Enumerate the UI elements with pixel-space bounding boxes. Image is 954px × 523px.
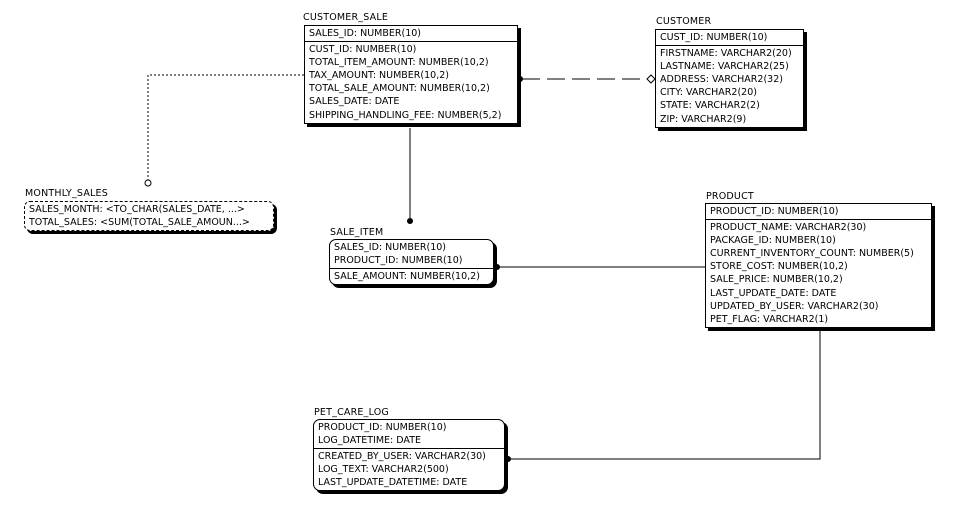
customer-sale-attribute: SALES_DATE: DATE	[309, 96, 400, 108]
customer-sale-attribute: CUST_ID: NUMBER(10)	[309, 44, 417, 56]
pet-care-log-pk-attribute: PRODUCT_ID: NUMBER(10)	[318, 422, 447, 433]
sale-item-primary-key: SALES_ID: NUMBER(10) PRODUCT_ID: NUMBER(1…	[330, 240, 493, 270]
customer-sale-entity[interactable]: SALES_ID: NUMBER(10) CUST_ID: NUMBER(10)…	[304, 25, 518, 124]
customer-title: CUSTOMER	[656, 16, 712, 27]
pet-care-log-primary-key: PRODUCT_ID: NUMBER(10) LOG_DATETIME: DATE	[314, 420, 504, 450]
product-attribute: STORE_COST: NUMBER(10,2)	[710, 261, 848, 273]
pet-care-log-entity[interactable]: PRODUCT_ID: NUMBER(10) LOG_DATETIME: DATE…	[313, 419, 505, 492]
sale-item-pk-attribute: SALES_ID: NUMBER(10)	[334, 242, 446, 253]
sale-item-attributes: SALE_AMOUNT: NUMBER(10,2)	[330, 269, 493, 284]
customer-pk-attribute: CUST_ID: NUMBER(10)	[660, 32, 768, 43]
customer-sale-attribute: TOTAL_SALE_AMOUNT: NUMBER(10,2)	[309, 83, 490, 95]
customer-sale-many-marker	[517, 76, 523, 82]
customer-sale-attribute: TOTAL_ITEM_AMOUNT: NUMBER(10,2)	[309, 57, 489, 69]
product-attribute: SALE_PRICE: NUMBER(10,2)	[710, 274, 843, 286]
sale-item-attribute: SALE_AMOUNT: NUMBER(10,2)	[334, 271, 480, 283]
customer-attribute: FIRSTNAME: VARCHAR2(20)	[660, 48, 792, 60]
sale-item-title: SALE_ITEM	[330, 227, 384, 238]
pet-care-log-pk-attribute: LOG_DATETIME: DATE	[318, 435, 421, 447]
product-title: PRODUCT	[706, 191, 754, 202]
pet-care-log-many-marker	[505, 456, 511, 462]
product-attribute: CURRENT_INVENTORY_COUNT: NUMBER(5)	[710, 248, 914, 260]
product-pk-attribute: PRODUCT_ID: NUMBER(10)	[710, 206, 839, 217]
product-attribute: UPDATED_BY_USER: VARCHAR2(30)	[710, 300, 879, 312]
customer-attributes: FIRSTNAME: VARCHAR2(20)LASTNAME: VARCHAR…	[656, 46, 803, 127]
customer-attribute: ZIP: VARCHAR2(9)	[660, 113, 747, 125]
customer-attribute: LASTNAME: VARCHAR2(25)	[660, 61, 789, 73]
view-dependency-line	[147, 74, 304, 182]
customer-sale-attribute: TAX_AMOUNT: NUMBER(10,2)	[309, 70, 449, 82]
monthly-sales-attribute: SALES_MONTH: <TO_CHAR(SALES_DATE, ...>	[29, 204, 245, 215]
pet-care-log-title: PET_CARE_LOG	[314, 407, 389, 418]
product-attributes: PRODUCT_NAME: VARCHAR2(30)PACKAGE_ID: NU…	[706, 220, 931, 327]
monthly-sales-title: MONTHLY_SALES	[25, 188, 108, 199]
pet-care-log-attribute: LOG_TEXT: VARCHAR2(500)	[318, 464, 449, 476]
sale-item-pk-attribute: PRODUCT_ID: NUMBER(10)	[334, 255, 463, 267]
customer-entity[interactable]: CUST_ID: NUMBER(10) FIRSTNAME: VARCHAR2(…	[655, 29, 804, 128]
monthly-sales-view[interactable]: SALES_MONTH: <TO_CHAR(SALES_DATE, ...> TO…	[24, 201, 274, 232]
product-attribute: LAST_UPDATE_DATE: DATE	[710, 287, 837, 299]
customer-attribute: STATE: VARCHAR2(2)	[660, 100, 760, 112]
sale-item-entity[interactable]: SALES_ID: NUMBER(10) PRODUCT_ID: NUMBER(1…	[329, 239, 494, 286]
product-attribute: PRODUCT_NAME: VARCHAR2(30)	[710, 222, 867, 234]
customer-attribute: ADDRESS: VARCHAR2(32)	[660, 74, 783, 86]
customer-sale-pk-attribute: SALES_ID: NUMBER(10)	[309, 28, 421, 39]
product-sale-item-many-marker	[494, 264, 500, 270]
customer-sale-primary-key: SALES_ID: NUMBER(10)	[305, 26, 517, 43]
view-dependency-end-marker	[144, 179, 152, 187]
product-attribute: PACKAGE_ID: NUMBER(10)	[710, 235, 836, 247]
pet-care-log-attributes: CREATED_BY_USER: VARCHAR2(30)LOG_TEXT: V…	[314, 449, 504, 490]
product-pet-care-log-line	[509, 331, 821, 460]
customer-primary-key: CUST_ID: NUMBER(10)	[656, 30, 803, 47]
pet-care-log-attribute: LAST_UPDATE_DATETIME: DATE	[318, 477, 468, 489]
product-attribute: PET_FLAG: VARCHAR2(1)	[710, 313, 829, 325]
monthly-sales-attributes: SALES_MONTH: <TO_CHAR(SALES_DATE, ...> TO…	[25, 202, 273, 230]
customer-one-marker	[646, 74, 656, 84]
customer-attribute: CITY: VARCHAR2(20)	[660, 87, 757, 99]
product-entity[interactable]: PRODUCT_ID: NUMBER(10) PRODUCT_NAME: VAR…	[705, 203, 932, 328]
customer-sale-title: CUSTOMER_SALE	[303, 12, 389, 23]
product-primary-key: PRODUCT_ID: NUMBER(10)	[706, 204, 931, 221]
monthly-sales-attribute: TOTAL_SALES: <SUM(TOTAL_SALE_AMOUN...>	[29, 217, 250, 229]
pet-care-log-attribute: CREATED_BY_USER: VARCHAR2(30)	[318, 451, 486, 463]
sale-item-many-marker	[407, 218, 413, 224]
customer-sale-attribute: SHIPPING_HANDLING_FEE: NUMBER(5,2)	[309, 109, 502, 121]
customer-sale-attributes: CUST_ID: NUMBER(10)TOTAL_ITEM_AMOUNT: NU…	[305, 42, 517, 123]
